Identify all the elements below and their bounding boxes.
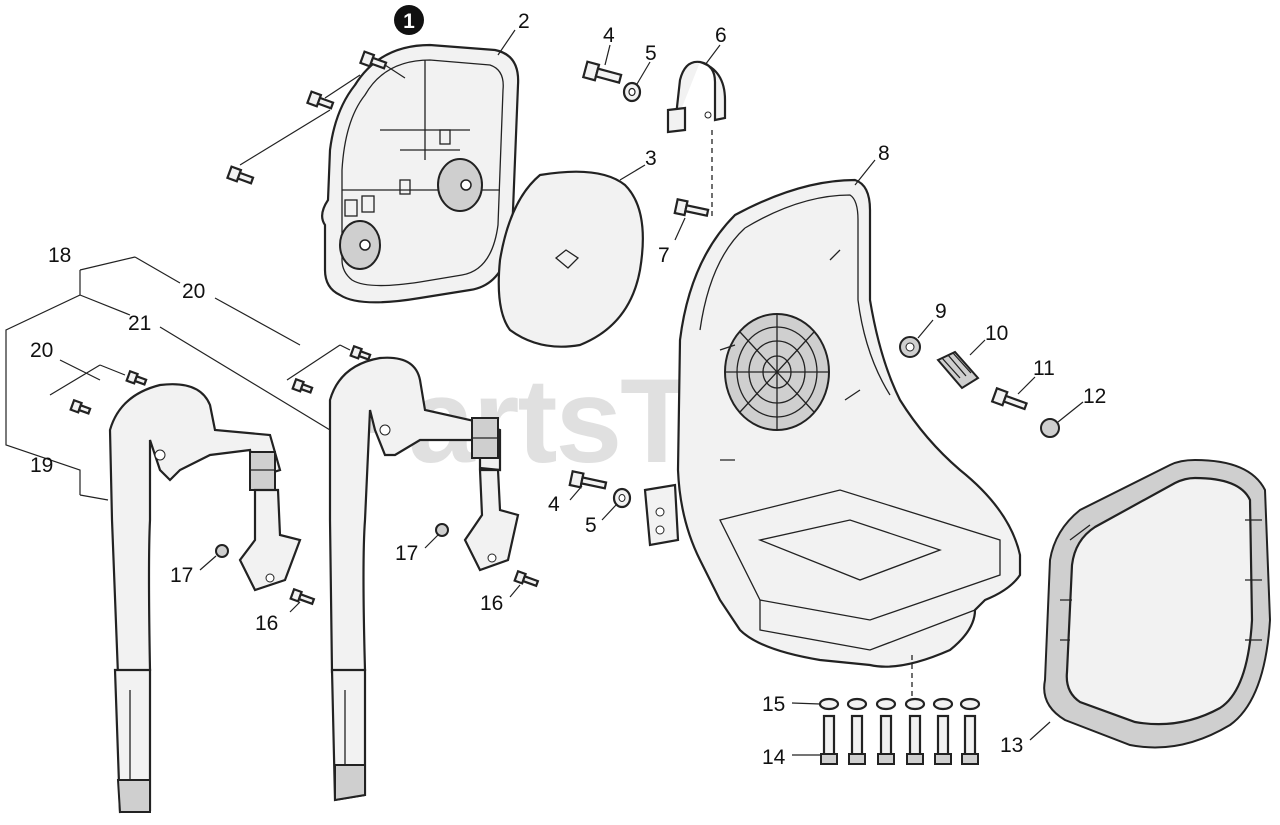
callout-11: 11 <box>1033 357 1055 380</box>
bolt-11[interactable] <box>990 386 1028 412</box>
washer-row[interactable] <box>818 697 981 711</box>
grommet-9[interactable] <box>899 336 921 358</box>
washer-top[interactable] <box>622 81 642 103</box>
callout-9: 9 <box>935 300 947 323</box>
callout-18: 18 <box>48 244 71 267</box>
callout-20-lower: 20 <box>30 339 53 362</box>
bolt-top[interactable] <box>581 60 623 87</box>
callout-14: 14 <box>762 746 786 769</box>
callout-21: 21 <box>128 312 151 335</box>
back-cover-plate[interactable] <box>321 43 520 304</box>
callout-4-lower: 4 <box>548 493 560 516</box>
callout-15: 15 <box>762 693 785 716</box>
callout-16-right: 16 <box>480 592 503 615</box>
gasket[interactable] <box>497 170 644 348</box>
spring-10[interactable] <box>936 350 980 390</box>
callout-5-top: 5 <box>645 42 657 65</box>
shoulder-strap-left[interactable] <box>108 383 302 814</box>
strap-screws[interactable] <box>69 344 540 606</box>
callout-2: 2 <box>518 10 530 33</box>
main-housing[interactable] <box>643 178 1022 668</box>
callout-5-lower: 5 <box>585 514 597 537</box>
clamp[interactable] <box>666 60 727 134</box>
callout-labels: 2 4 5 6 3 7 8 9 10 11 12 4 5 13 14 15 16… <box>30 10 1106 769</box>
callout-19: 19 <box>30 454 53 477</box>
callout-6: 6 <box>715 24 727 47</box>
nut-12[interactable] <box>1040 418 1060 438</box>
callout-17-right: 17 <box>395 542 418 565</box>
callout-4-top: 4 <box>603 24 615 47</box>
callout-16-left: 16 <box>255 612 278 635</box>
callout-3: 3 <box>645 147 657 170</box>
washer-lower[interactable] <box>612 487 632 509</box>
callout-17-left: 17 <box>170 564 193 587</box>
callout-20-upper: 20 <box>182 280 205 303</box>
bolt-lower[interactable] <box>568 469 608 492</box>
callout-12: 12 <box>1083 385 1106 408</box>
frame-ring[interactable] <box>1043 458 1272 749</box>
bolt-row[interactable] <box>820 714 979 765</box>
cover-screws[interactable] <box>226 50 406 186</box>
shoulder-strap-right[interactable] <box>328 356 520 802</box>
svg-text:1: 1 <box>403 10 415 33</box>
callout-8: 8 <box>878 142 890 165</box>
screw-7[interactable] <box>673 197 710 219</box>
callout-13: 13 <box>1000 734 1023 757</box>
callout-1[interactable]: 1 <box>394 5 424 35</box>
callout-10: 10 <box>985 322 1008 345</box>
group-bracket-lines <box>5 256 351 501</box>
callout-7: 7 <box>658 244 670 267</box>
leader-lines <box>199 29 1084 756</box>
